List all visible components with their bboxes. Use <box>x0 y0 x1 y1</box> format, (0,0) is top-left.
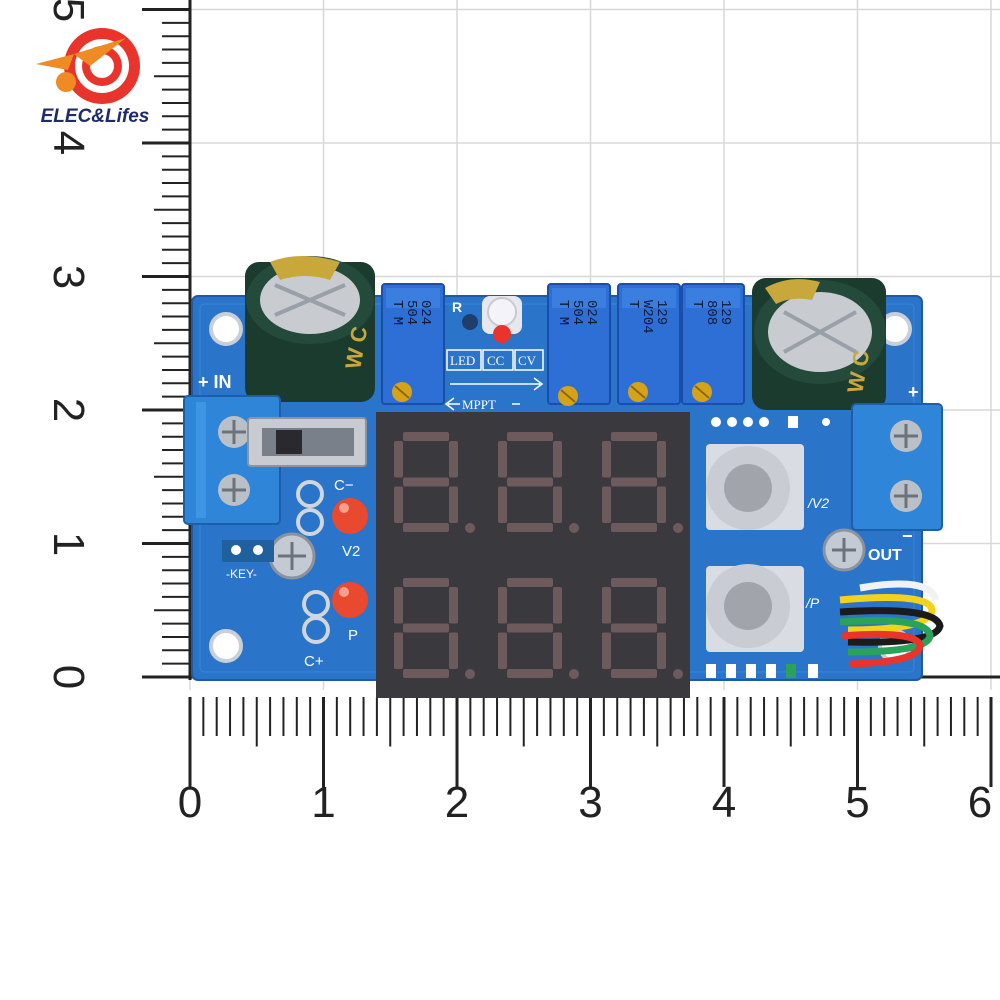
horizontal-ruler-label: 1 <box>311 778 336 827</box>
horizontal-ruler-label: 6 <box>967 778 993 827</box>
horizontal-ruler-label: 0 <box>177 778 203 827</box>
mode-label-group: LED CC CV MPPT <box>444 349 544 413</box>
horizontal-ruler-label: 4 <box>711 778 737 827</box>
header-pins <box>706 416 830 678</box>
label-v2: V2 <box>342 543 360 560</box>
seven-segment-digit <box>498 578 579 679</box>
label-r: R <box>452 299 462 315</box>
potentiometer-label: 808 <box>703 300 719 325</box>
brand-emblem-icon <box>36 28 140 104</box>
mount-hole <box>209 312 243 346</box>
output-minus-label: − <box>902 526 913 546</box>
display-top <box>376 412 690 558</box>
mode-label-led: LED <box>450 353 475 368</box>
status-led <box>462 296 522 343</box>
brand-name: ELEC&Lifes <box>40 106 150 127</box>
potentiometer-label: 129 <box>717 300 733 325</box>
mount-hole <box>209 629 243 663</box>
label-key: -KEY- <box>226 567 257 581</box>
vertical-ruler-label: 4 <box>44 130 93 156</box>
potentiometer-label: 129 <box>653 300 669 325</box>
vertical-ruler-label: 2 <box>44 397 93 423</box>
potentiometer-label: 024 <box>417 300 433 325</box>
input-label: + IN <box>198 372 232 392</box>
vertical-ruler-label: 3 <box>44 264 93 289</box>
potentiometer-label: 504 <box>403 300 419 325</box>
vertical-ruler <box>142 0 192 680</box>
label-c-plus: C+ <box>304 653 324 670</box>
seven-segment-digit <box>602 432 683 533</box>
output-terminal-block[interactable] <box>851 403 943 531</box>
button-label-p: /P <box>805 595 820 611</box>
potentiometer-label: T <box>625 300 641 308</box>
label-p: P <box>348 627 358 644</box>
output-label: OUT <box>868 547 902 564</box>
label-c-minus: C− <box>334 477 354 494</box>
potentiometer-label: T M <box>555 300 571 325</box>
button-p[interactable] <box>706 564 804 652</box>
output-plus-label: + <box>908 382 919 402</box>
cable-wires <box>839 580 944 668</box>
capacitor-left: W C <box>245 256 375 402</box>
button-v2[interactable] <box>706 444 804 530</box>
mode-label-cv: CV <box>518 353 537 368</box>
slide-switch[interactable] <box>247 417 367 467</box>
brand-logo: ELEC&Lifes <box>30 20 160 135</box>
seven-segment-digit <box>602 578 683 679</box>
horizontal-ruler-label: 2 <box>444 778 470 827</box>
seven-segment-digit <box>394 432 475 533</box>
potentiometer-label: T <box>689 300 705 308</box>
potentiometer-label: 504 <box>569 300 585 325</box>
potentiometer-label: W204 <box>639 300 655 334</box>
vertical-ruler-label: 1 <box>44 531 93 556</box>
seven-segment-digit <box>498 432 579 533</box>
horizontal-ruler-label: 5 <box>845 778 870 827</box>
display-bottom <box>376 558 690 698</box>
vertical-ruler-label: 0 <box>44 664 93 690</box>
vertical-ruler-label: 5 <box>44 0 93 22</box>
seven-segment-digit <box>394 578 475 679</box>
capacitor-right: W C <box>752 278 886 410</box>
label-mppt: MPPT <box>462 397 496 412</box>
horizontal-ruler-label: 3 <box>578 778 603 827</box>
indicator-led-v2 <box>332 498 368 534</box>
potentiometer-label: T M <box>389 300 405 325</box>
mode-label-cc: CC <box>487 353 504 368</box>
button-label-v2: /V2 <box>807 495 829 511</box>
potentiometer-label: 024 <box>583 300 599 325</box>
indicator-led-p <box>332 582 368 618</box>
